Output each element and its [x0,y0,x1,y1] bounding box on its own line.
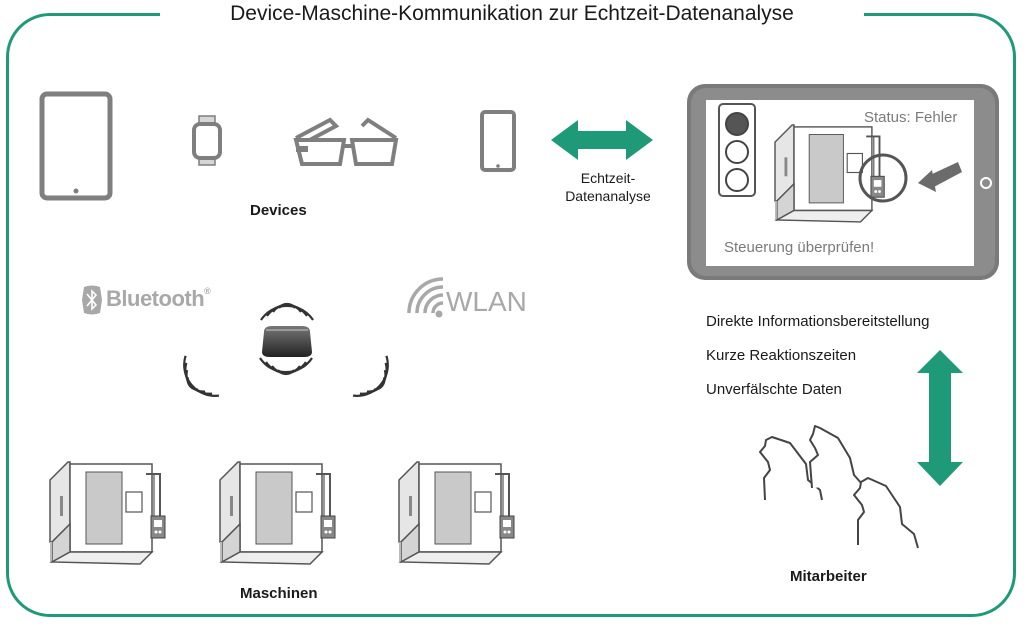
smart-glasses-icon [293,117,399,166]
bluetooth-wordmark: Bluetooth [106,286,205,311]
machine-icon-3 [398,461,515,565]
bluetooth-registered-mark: ® [204,286,211,296]
traffic-light-icon [718,103,756,197]
employee-feedback-arrow [917,350,963,486]
realtime-analysis-line1: Echtzeit- [580,170,636,186]
bluetooth-icon [82,285,102,315]
machine-icon-2 [219,461,336,565]
tablet-status-text: Status: Fehler [864,109,958,126]
smartwatch-icon [192,115,222,166]
benefit-item-3: Unverfälschte Daten [706,381,842,398]
realtime-analysis-label: Echtzeit- Datenanalyse [556,169,660,205]
wlan-logo-text: WLAN [446,286,527,317]
realtime-analysis-line2: Datenanalyse [565,188,651,204]
bluetooth-logo-text: Bluetooth® [106,286,211,312]
machines-label: Maschinen [240,585,318,602]
signal-waves-top [259,302,315,322]
employees-label: Mitarbeiter [790,568,867,585]
tablet-instruction-text: Steuerung überprüfen! [724,239,875,256]
machine-icon-1 [49,461,166,565]
people-icon [759,425,919,549]
tablet-icon [39,91,113,201]
signal-waves-left [172,354,221,408]
realtime-analysis-arrow [551,120,653,160]
benefit-item-1: Direkte Informationsbereitstellung [706,313,930,330]
benefit-item-2: Kurze Reaktionszeiten [706,347,857,364]
smartphone-icon [480,110,516,172]
signal-waves-right [351,354,400,408]
wlan-icon [407,277,444,318]
hub-icon [262,326,312,357]
tablet-machine-icon [774,124,886,223]
devices-label: Devices [250,202,307,219]
error-highlight-circle [858,153,908,203]
diagram-title: Device-Maschine-Kommunikation zur Echtze… [160,0,864,28]
signal-waves-bottom [258,356,314,376]
